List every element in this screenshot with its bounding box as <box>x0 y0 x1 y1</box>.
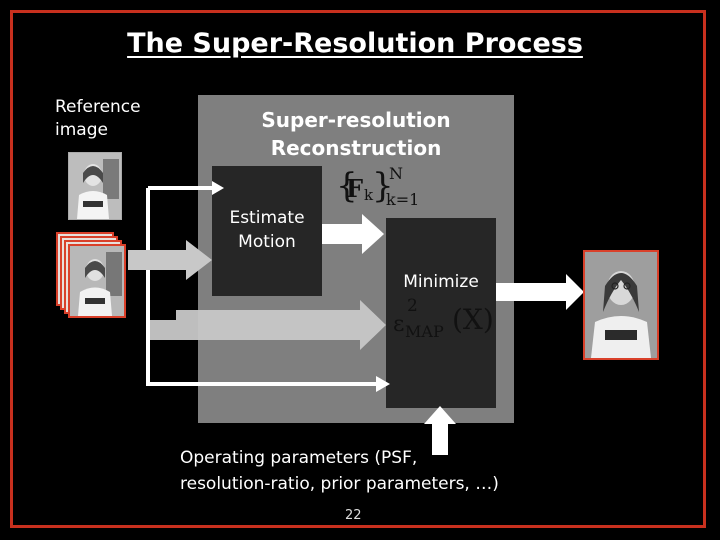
person-photo-icon <box>70 246 124 316</box>
reference-bypass-line <box>146 188 380 386</box>
objective-argument: (X) <box>452 303 494 336</box>
sr-label-line-1: Super-resolution <box>261 108 451 132</box>
lowres-to-estimate-arrow <box>128 240 212 280</box>
super-resolved-output-photo <box>583 250 659 360</box>
sr-label-line-2: Reconstruction <box>270 136 442 160</box>
minimize-label: Minimize <box>403 272 479 292</box>
page-number: 22 <box>345 508 362 523</box>
minimize-block <box>386 218 496 408</box>
reference-bypass-arrowhead <box>376 376 390 392</box>
estimate-motion-label: Estimate Motion <box>212 206 322 254</box>
objective-power: 2 <box>407 296 418 316</box>
motion-set-brace-right: } <box>372 166 394 206</box>
person-photo-icon <box>585 252 657 358</box>
slide-frame <box>10 10 706 528</box>
motion-set-upper: N <box>389 164 403 183</box>
slide-title: The Super-Resolution Process <box>127 28 583 59</box>
motion-set-symbol: F <box>346 174 364 203</box>
parameters-arrow <box>424 406 456 455</box>
estimate-label-line-2: Motion <box>238 232 296 252</box>
output-arrow <box>496 274 584 310</box>
estimate-motion-block <box>212 166 322 296</box>
reference-image-photo <box>68 152 122 220</box>
motion-set-lower: k=1 <box>386 190 420 209</box>
params-line-1: Operating parameters (PSF, <box>180 448 418 468</box>
params-line-2: resolution-ratio, prior parameters, …) <box>180 474 499 494</box>
motion-set-brace-left: { <box>336 166 358 206</box>
reference-feed-arrowhead <box>212 181 224 195</box>
motion-set-subscript: k <box>364 186 374 204</box>
reference-label-line-1: Reference <box>55 97 141 117</box>
reference-image-label: Reference image <box>55 96 141 142</box>
estimate-label-line-1: Estimate <box>229 208 305 228</box>
operating-parameters-text: Operating parameters (PSF, resolution-ra… <box>180 445 499 497</box>
lowres-to-minimize-arrow <box>150 280 386 350</box>
objective-symbol: ε <box>393 312 405 337</box>
lowres-frame-front <box>68 244 126 318</box>
super-resolution-label: Super-resolution Reconstruction <box>198 106 514 162</box>
objective-subscript: MAP <box>405 322 444 341</box>
person-photo-icon <box>69 153 121 219</box>
reference-label-line-2: image <box>55 120 108 140</box>
estimate-to-minimize-arrow <box>322 214 384 254</box>
